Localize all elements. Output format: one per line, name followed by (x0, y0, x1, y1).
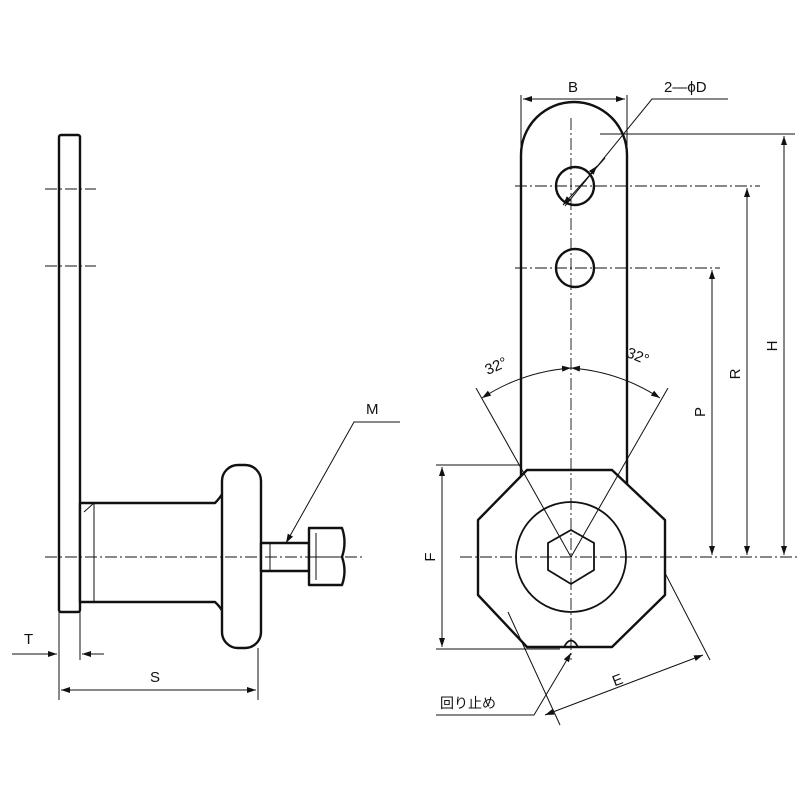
label-D: 2—ϕD (664, 79, 707, 96)
side-view: M T S (12, 133, 400, 700)
side-body (78, 476, 230, 630)
label-stop: 回り止め (440, 696, 496, 712)
side-plate (57, 133, 82, 614)
label-P: P (692, 407, 709, 417)
label-angle-left: 32° (482, 354, 510, 379)
side-flange (220, 463, 263, 650)
front-view: B 2—ϕD H R P F 32° 32° E 回 (422, 79, 800, 726)
label-H: H (764, 341, 781, 352)
label-R: R (727, 368, 744, 379)
lever-arm (519, 100, 629, 487)
label-E: E (610, 671, 625, 690)
label-T: T (24, 631, 33, 648)
label-B: B (568, 79, 578, 96)
label-S: S (150, 669, 160, 686)
label-M: M (366, 401, 379, 418)
label-F: F (422, 552, 439, 561)
octagon-body (476, 468, 667, 649)
